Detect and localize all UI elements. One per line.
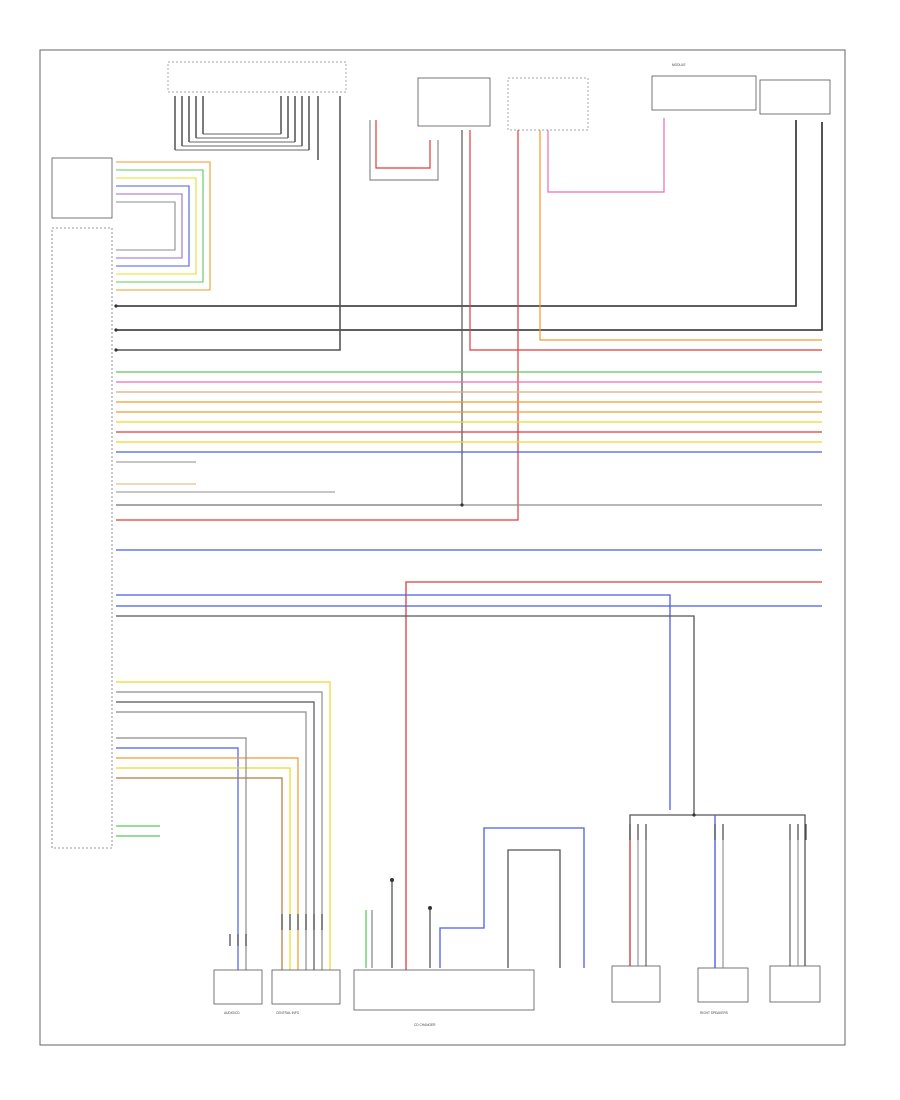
top-nested-loops (175, 133, 309, 151)
black-bus-wires (116, 120, 823, 351)
left-loop-wires (116, 161, 211, 291)
cd-changer-box (353, 969, 535, 1011)
top-connector-stubs (174, 96, 341, 160)
top-module-box-1 (417, 77, 491, 127)
svg-text:AUDIO/CD: AUDIO/CD (224, 1011, 240, 1015)
central-info-box (271, 969, 341, 1005)
bottom-labels: CD CHANGER AUDIO/CD CENTRAL INFO RIGHT S… (224, 63, 728, 1027)
speaker-wires (629, 840, 799, 968)
top-module-box-3 (759, 79, 831, 115)
short-stub-wires (116, 461, 335, 493)
speaker-box-1 (611, 965, 661, 1003)
speaker-box-3 (769, 965, 821, 1003)
svg-text:MODULE: MODULE (672, 63, 686, 67)
colored-bus-wires (116, 371, 822, 551)
top-dashed-box-2 (167, 61, 347, 93)
bottom-connector-marks (229, 824, 807, 946)
audio-cd-box (213, 969, 263, 1005)
svg-text:CD CHANGER: CD CHANGER (414, 1023, 436, 1027)
svg-text:CENTRAL INFO: CENTRAL INFO (276, 1011, 300, 1015)
junction-dots (114, 304, 696, 910)
lower-right-wires (116, 581, 822, 970)
svg-text:RIGHT SPEAKERS: RIGHT SPEAKERS (700, 1011, 728, 1015)
left-connector-strip (51, 227, 113, 849)
green-stub-wires (116, 825, 160, 837)
top-module-box-2 (651, 75, 757, 111)
cd-changer-wires (365, 827, 585, 968)
lower-left-wires (116, 681, 331, 970)
speaker-box-2 (697, 967, 749, 1003)
diagram-frame (39, 49, 846, 1046)
left-module-box (51, 157, 113, 219)
